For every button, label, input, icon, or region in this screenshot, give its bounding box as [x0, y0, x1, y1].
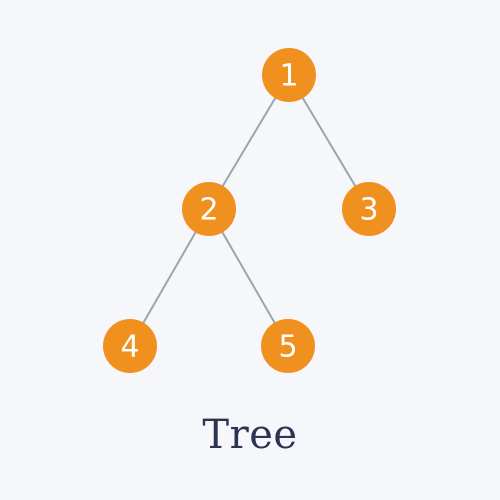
- node-label-5: 5: [278, 330, 297, 365]
- tree-node-1: 1: [262, 48, 316, 102]
- nodes-group: 1 2 3 4 5: [103, 48, 396, 373]
- node-label-2: 2: [199, 193, 218, 228]
- diagram-caption: Tree: [202, 412, 298, 458]
- edges-group: [129, 74, 370, 347]
- tree-node-4: 4: [103, 319, 157, 373]
- node-label-1: 1: [279, 59, 298, 94]
- node-label-4: 4: [120, 330, 139, 365]
- node-label-3: 3: [359, 193, 378, 228]
- tree-node-2: 2: [182, 182, 236, 236]
- tree-node-3: 3: [342, 182, 396, 236]
- tree-node-5: 5: [261, 319, 315, 373]
